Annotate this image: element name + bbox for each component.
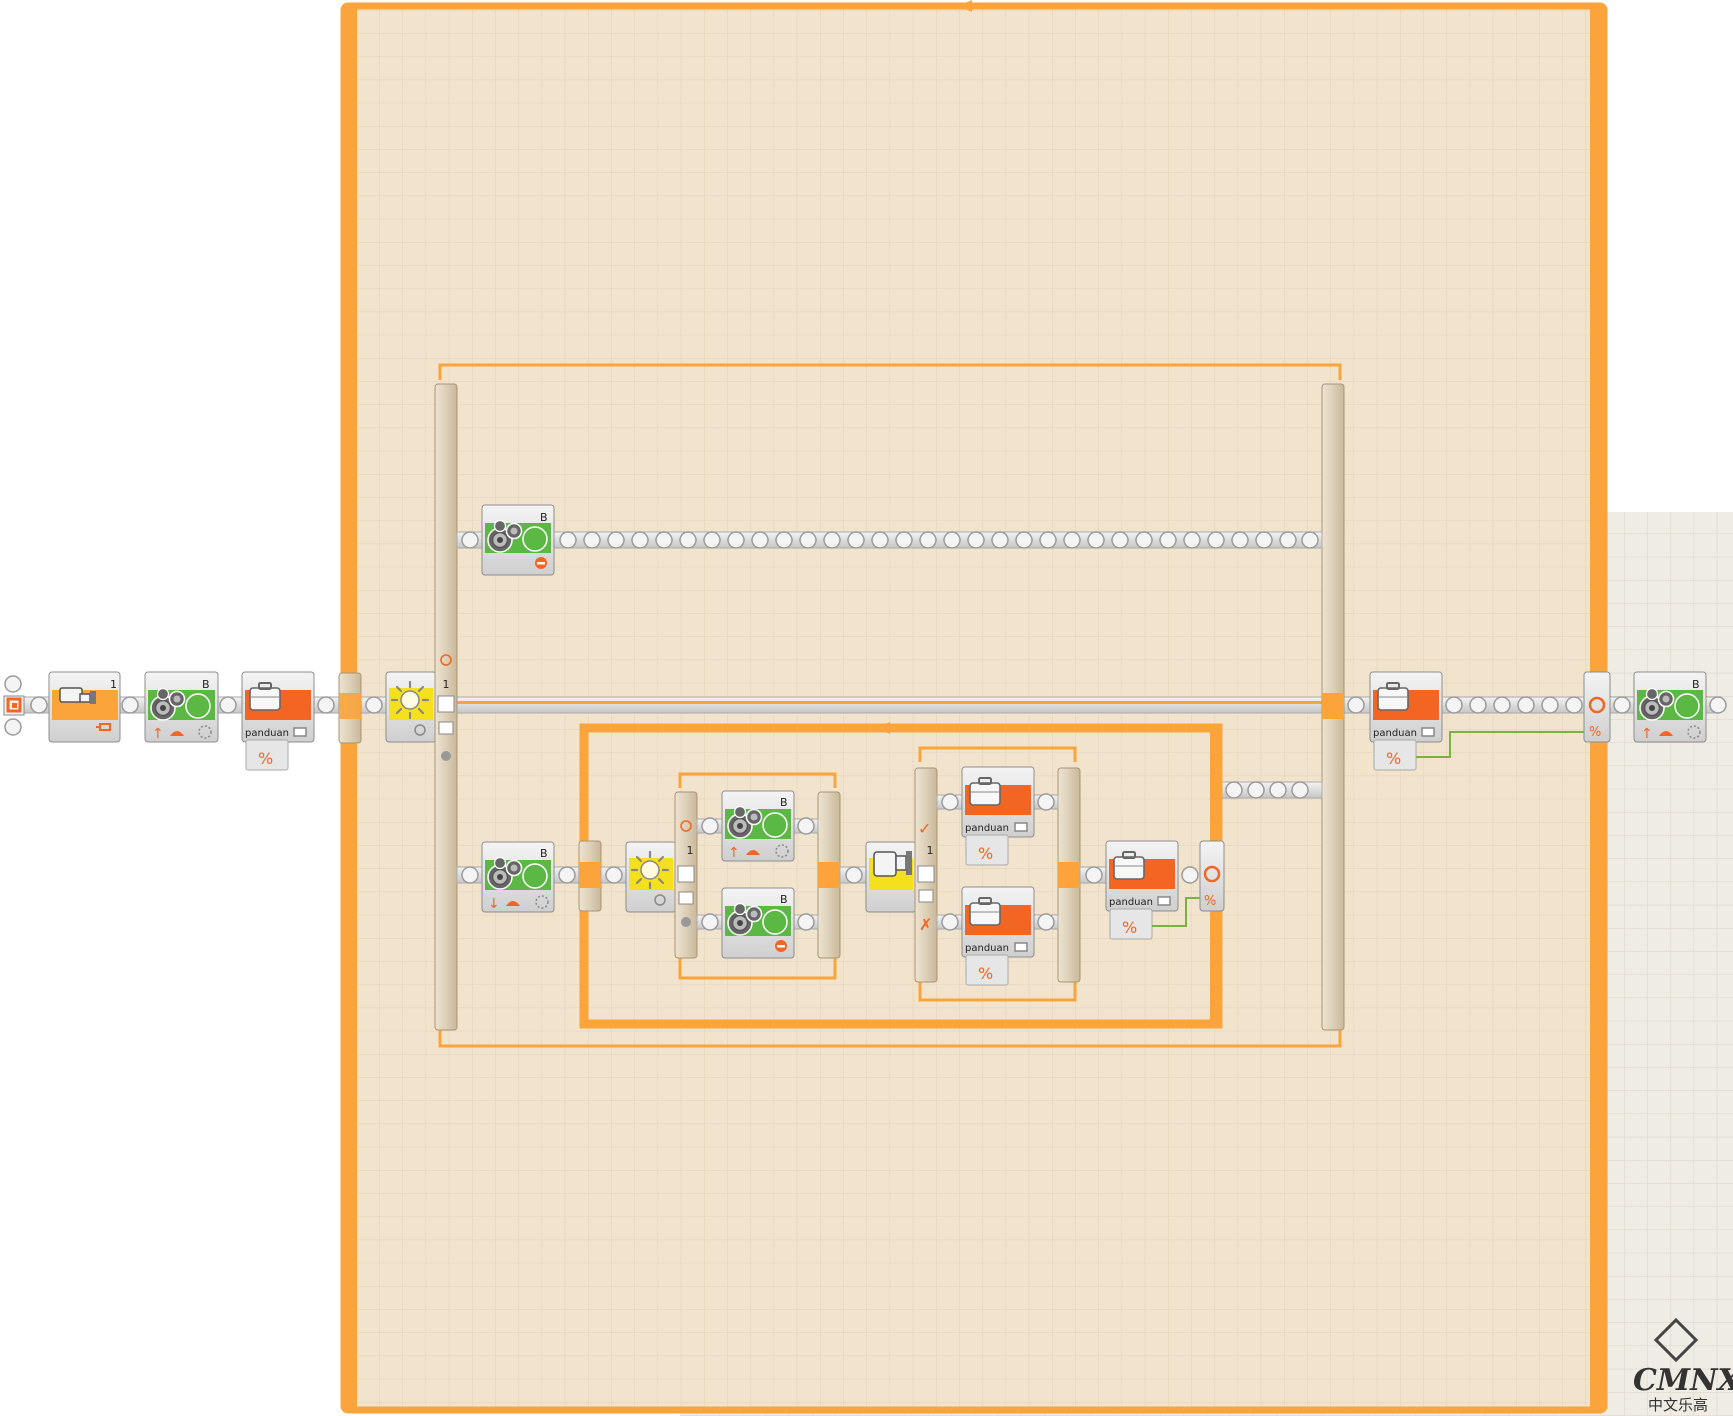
light-sensor-icon	[630, 850, 670, 890]
sensor-plug-icon	[917, 865, 935, 883]
motor-port-label: B	[780, 796, 788, 809]
duration-icon	[775, 844, 789, 858]
variable-read-inner-block[interactable]: panduan %	[1105, 840, 1179, 940]
logic-data-wire	[1152, 897, 1200, 927]
light-sensor-icon	[390, 680, 430, 720]
start-icon	[6, 697, 22, 713]
watermark: CMNXT 中文乐高	[1633, 1317, 1733, 1414]
direction-up-icon: ↑	[1641, 726, 1653, 742]
direction-up-icon: ↑	[728, 845, 740, 861]
motor-port-label: B	[540, 847, 548, 860]
duration-icon	[535, 895, 549, 909]
timer-sensor-icon	[59, 687, 96, 704]
sensor-plug-icon	[677, 865, 695, 883]
duration-icon	[198, 725, 212, 739]
duration-icon	[1687, 725, 1701, 739]
motor-port-label: B	[202, 678, 210, 691]
output-plug-icon	[96, 723, 111, 731]
inner-switch-touch[interactable]: ✓ 1 ✗	[914, 746, 1081, 1002]
light-port-label: 1	[443, 678, 450, 691]
variable-name: panduan	[1373, 728, 1417, 739]
data-wire-icon: %	[1386, 749, 1401, 768]
compare-setting-icon	[414, 724, 426, 736]
watermark-text: 中文乐高	[1648, 1396, 1708, 1414]
light-sensor-inner-block[interactable]	[625, 841, 677, 913]
switch-true-icon	[440, 654, 452, 666]
write-plug-icon	[1014, 942, 1028, 952]
write-plug-icon	[1014, 822, 1028, 832]
touch-port-label: 1	[927, 844, 934, 857]
switch-false-icon	[441, 751, 451, 761]
timer-sensor-block[interactable]: 1	[48, 671, 121, 743]
data-plug-icon	[918, 889, 934, 903]
light-port-label: 1	[687, 844, 694, 857]
motor-port-label: B	[540, 511, 548, 524]
logic-plug-icon: %	[1589, 725, 1601, 740]
canvas-grid	[1600, 512, 1733, 1416]
watermark-logo: CMNXT	[1633, 1363, 1733, 1398]
sensor-plug-icon	[437, 695, 455, 713]
timer-port-label: 1	[110, 678, 117, 691]
outer-switch[interactable]: 1	[434, 363, 1345, 1048]
motor-port-label: B	[1692, 678, 1700, 691]
data-plug-icon	[678, 891, 694, 905]
motor-port-label: B	[780, 893, 788, 906]
light-sensor-outer-block[interactable]	[385, 671, 437, 743]
power-icon	[746, 850, 760, 855]
motor-final-block[interactable]: B ↑	[1633, 671, 1707, 743]
loop-repeat-icon	[1203, 865, 1221, 883]
start-block[interactable]	[3, 675, 48, 736]
loop-arrow-icon	[876, 722, 890, 734]
motor-stop-inner-block[interactable]: B	[721, 887, 795, 959]
switch-true-icon: ✓	[918, 819, 931, 838]
motor-reverse-block[interactable]: B ↓	[481, 841, 555, 913]
variable-main-block[interactable]: panduan %	[241, 671, 315, 771]
variable-read-outer-block[interactable]: panduan %	[1369, 671, 1443, 771]
data-plug-icon	[438, 721, 454, 735]
logic-data-wire	[1416, 731, 1584, 758]
watermark-logo-icon	[1653, 1317, 1699, 1363]
logic-plug-icon: %	[1204, 894, 1216, 909]
top-branch-beam	[456, 531, 1323, 549]
loop-repeat-icon	[1588, 696, 1606, 714]
variable-name: panduan	[965, 943, 1009, 954]
compare-setting-icon	[654, 894, 666, 906]
read-plug-icon	[1157, 896, 1171, 906]
power-icon	[1659, 731, 1673, 736]
switch-false-icon	[681, 917, 691, 927]
inner-switch-light[interactable]: 1	[674, 772, 841, 980]
motor-forward-inner-block[interactable]: B ↑	[721, 790, 795, 862]
variable-name: panduan	[1109, 897, 1153, 908]
touch-sensor-block[interactable]	[865, 841, 917, 913]
read-plug-icon	[1421, 727, 1435, 737]
power-icon	[170, 731, 184, 736]
motor-main-block[interactable]: B ↑	[144, 671, 219, 743]
touch-sensor-icon	[873, 851, 912, 877]
write-plug-icon	[293, 727, 307, 737]
switch-false-icon: ✗	[919, 915, 932, 934]
variable-true-block[interactable]: panduan %	[961, 766, 1035, 866]
switch-true-icon	[680, 820, 692, 832]
variable-name: panduan	[965, 823, 1009, 834]
variable-false-block[interactable]: panduan %	[961, 886, 1035, 986]
direction-up-icon: ↑	[152, 726, 164, 742]
data-wire-icon: %	[258, 749, 273, 768]
loop-arrow-icon	[958, 0, 972, 12]
power-icon	[506, 901, 520, 906]
inner-loop-end-grip[interactable]: %	[1199, 840, 1225, 912]
motor-stop-top-block[interactable]: B	[481, 504, 555, 576]
data-wire-icon: %	[978, 844, 993, 863]
data-wire-icon: %	[978, 964, 993, 983]
variable-name: panduan	[245, 728, 289, 739]
data-wire-icon: %	[1122, 918, 1137, 937]
direction-down-icon: ↓	[488, 896, 500, 912]
outer-loop-end-grip[interactable]: %	[1583, 671, 1611, 743]
